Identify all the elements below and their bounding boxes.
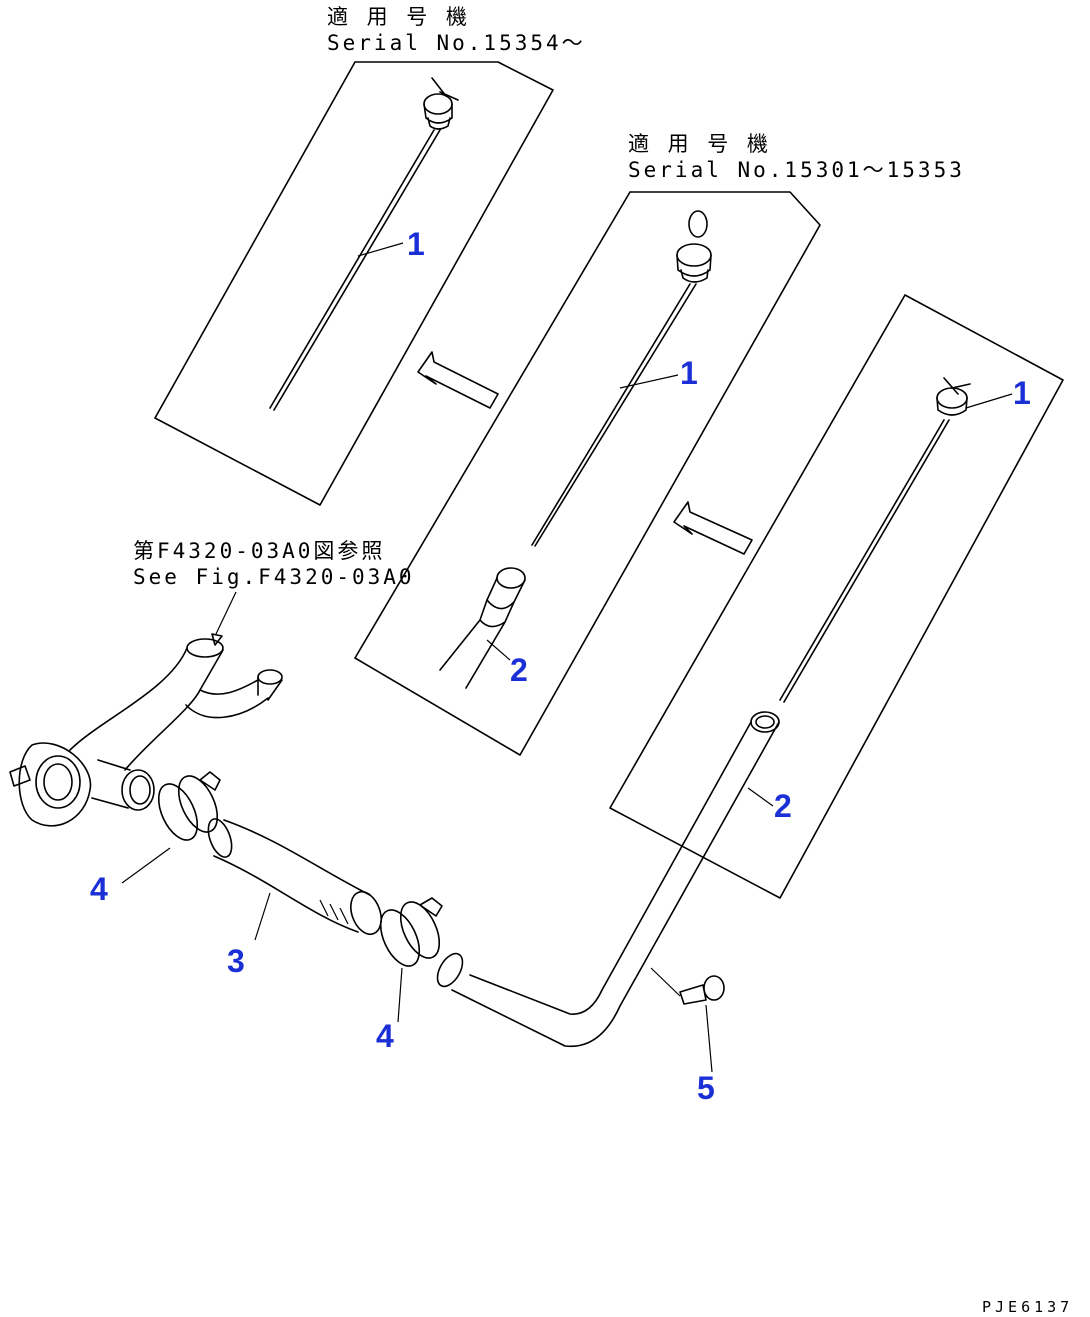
hose-clamp-right: [379, 897, 443, 967]
callout-panel-b-2: 2: [510, 652, 528, 688]
callout-panel-b-1: 1: [680, 355, 698, 391]
hose: [207, 818, 382, 936]
callout-part-4-right: 4: [376, 1018, 394, 1054]
elbow-pipe: [9, 591, 283, 827]
callout-part-5: 5: [697, 1070, 715, 1106]
serial-a: Serial No.15354～: [327, 31, 586, 55]
serial-b-jp: 適 用 号 機: [628, 132, 771, 156]
hose-clamp-left: [157, 771, 221, 841]
drawing-code: PJE6137: [982, 1298, 1073, 1316]
callout-panel-c-2: 2: [774, 788, 792, 824]
callout-panel-c-1: 1: [1013, 375, 1031, 411]
callout-panel-a-1: 1: [407, 226, 425, 262]
panel-serial-15301-15353: [354, 191, 821, 756]
leader-lines: [121, 847, 403, 1023]
callout-part-4-left: 4: [90, 871, 108, 907]
serial-a-jp: 適 用 号 機: [327, 5, 470, 29]
see-fig: See Fig.F4320-03A0: [133, 565, 415, 589]
see-fig-jp: 第F4320-03A0図参照: [133, 539, 385, 563]
serial-b: Serial No.15301～15353: [628, 158, 965, 182]
panel-serial-15354: [154, 61, 554, 506]
callout-part-3: 3: [227, 943, 245, 979]
panel-current: [436, 294, 1064, 1073]
